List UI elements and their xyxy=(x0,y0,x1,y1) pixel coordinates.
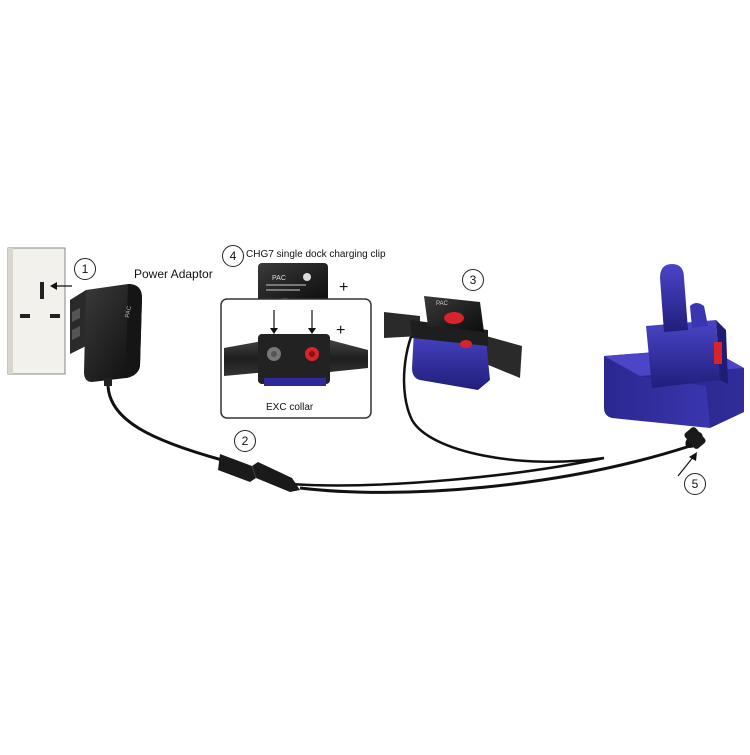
insert-arrow xyxy=(50,282,72,290)
inline-connector xyxy=(218,454,300,492)
step-number-2: 2 xyxy=(234,430,256,452)
step-number-5: 5 xyxy=(684,473,706,495)
power-adaptor-label: Power Adaptor xyxy=(134,267,213,281)
charging-clip-illustration: PAC xyxy=(258,263,328,303)
collar-plus-sign: + xyxy=(336,322,346,339)
power-adaptor: PAC xyxy=(70,284,142,386)
svg-text:PAC: PAC xyxy=(436,301,449,307)
charging-cable xyxy=(106,321,691,494)
clip-brand-text: PAC xyxy=(272,275,286,282)
connect-arrow xyxy=(677,452,697,477)
transmitter-in-dock xyxy=(604,264,744,449)
collar-label: EXC collar xyxy=(266,402,314,413)
step-number-4: 4 xyxy=(222,245,244,267)
svg-text:PAC: PAC xyxy=(125,305,133,318)
collar-receiver-on-dock: PAC xyxy=(384,296,522,390)
step-number-1: 1 xyxy=(74,258,96,280)
wall-socket xyxy=(7,247,66,375)
clip-plus-sign: + xyxy=(339,279,349,296)
charging-clip-label: CHG7 single dock charging clip xyxy=(246,249,386,260)
step-number-3: 3 xyxy=(462,269,484,291)
collar-detail-box xyxy=(220,298,372,419)
